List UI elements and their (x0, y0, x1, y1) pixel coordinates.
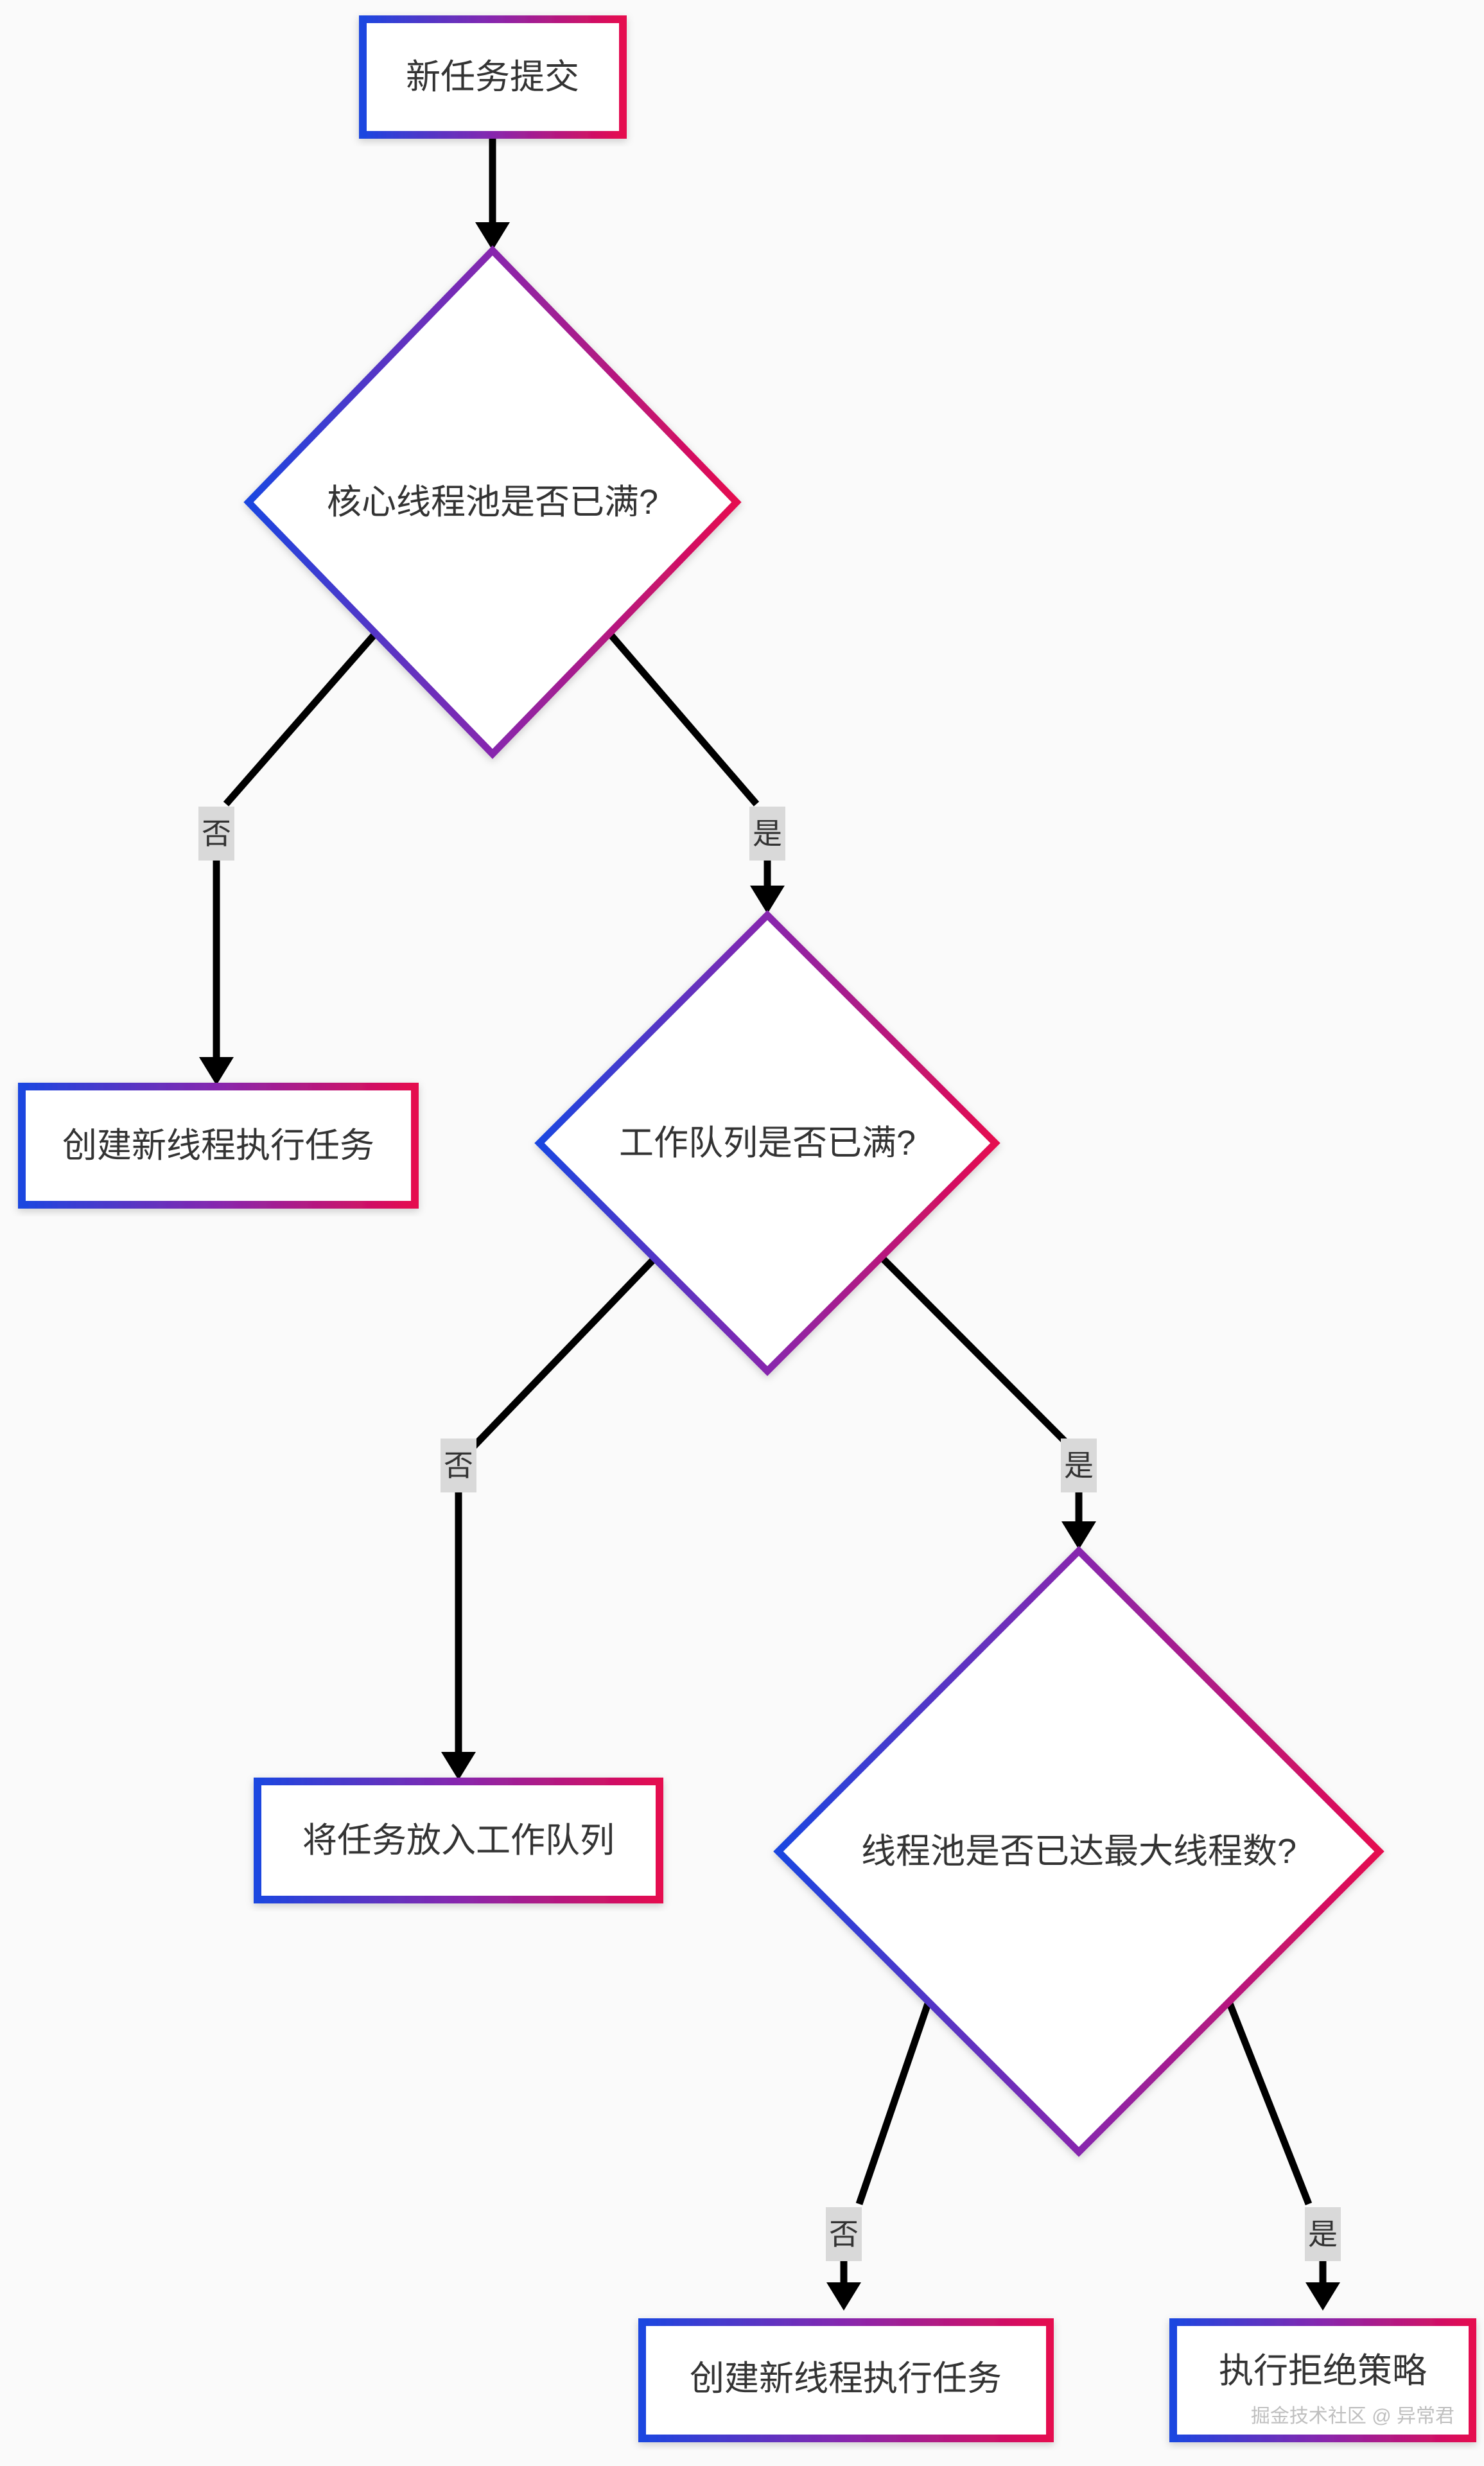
node-start-shape (359, 15, 627, 139)
arrowhead-icon (441, 1752, 476, 1780)
node-enqueue: 将任务放入工作队列 (254, 1778, 663, 1903)
edge-label-yes: 是 (753, 817, 782, 850)
node-decision2: 工作队列是否已满? (534, 910, 1000, 1376)
edge-label-no: 否 (829, 2217, 859, 2251)
node-start-label: 新任务提交 (406, 58, 579, 96)
edge-label-no: 否 (444, 1449, 473, 1482)
arrowhead-icon (826, 2282, 861, 2311)
node-create-thread-bottom: 创建新线程执行任务 (638, 2318, 1054, 2442)
node-decision2-shape (534, 910, 1000, 1376)
node-create-thread-left-shape (18, 1083, 419, 1209)
edge-line (1225, 2000, 1313, 2206)
edge-decision1-yes: 是 (606, 631, 785, 914)
node-reject-shape (1169, 2318, 1476, 2442)
node-decision3-label: 线程池是否已达最大线程数? (861, 1832, 1296, 1871)
edge-line (606, 631, 760, 807)
edge-decision3-no: 否 (826, 2000, 932, 2311)
edge-line (223, 631, 379, 807)
edge-line (471, 1257, 656, 1449)
edge-label-bg (1305, 2207, 1341, 2261)
edge-decision3-yes: 是 (1225, 2000, 1341, 2311)
arrowhead-icon (199, 1057, 234, 1085)
edge-decision1-no: 否 (198, 631, 379, 1085)
edge-label-bg (198, 807, 234, 861)
node-decision1: 核心线程池是否已满? (243, 245, 742, 759)
arrowhead-icon (1305, 2282, 1340, 2311)
node-create-thread-left-label: 创建新线程执行任务 (62, 1126, 374, 1165)
node-decision3: 线程池是否已达最大线程数? (773, 1546, 1384, 2157)
edge-label-bg (1061, 1438, 1097, 1492)
arrowhead-icon (750, 886, 785, 914)
edge-label-no: 否 (202, 817, 231, 850)
watermark: 掘金技术社区 @ 异常君 (1251, 2406, 1454, 2427)
edge-label-yes: 是 (1064, 1449, 1094, 1482)
node-reject: 执行拒绝策略 (1169, 2318, 1476, 2442)
edge-label-bg (441, 1438, 476, 1492)
node-decision1-shape (243, 245, 742, 759)
edge-label-bg (749, 807, 785, 861)
node-decision1-label: 核心线程池是否已满? (327, 483, 658, 521)
edge-start-to-decision1 (475, 135, 510, 250)
edge-decision2-yes: 是 (878, 1254, 1097, 1550)
edge-line (878, 1254, 1070, 1446)
node-create-thread-bottom-label: 创建新线程执行任务 (690, 2359, 1002, 2398)
node-create-thread-left: 创建新线程执行任务 (18, 1083, 419, 1209)
node-decision2-label: 工作队列是否已满? (619, 1124, 916, 1162)
edge-decision2-no: 否 (441, 1257, 656, 1780)
node-enqueue-shape (254, 1778, 663, 1903)
arrowhead-icon (1061, 1521, 1096, 1550)
arrowhead-icon (475, 222, 510, 250)
edge-label-yes: 是 (1308, 2217, 1338, 2251)
edge-line (855, 2000, 932, 2205)
edge-label-bg (826, 2207, 862, 2261)
node-decision3-shape (773, 1546, 1384, 2157)
node-start: 新任务提交 (359, 15, 627, 139)
node-create-thread-bottom-shape (638, 2318, 1054, 2442)
node-reject-label: 执行拒绝策略 (1219, 2352, 1427, 2390)
node-enqueue-label: 将任务放入工作队列 (302, 1821, 615, 1860)
